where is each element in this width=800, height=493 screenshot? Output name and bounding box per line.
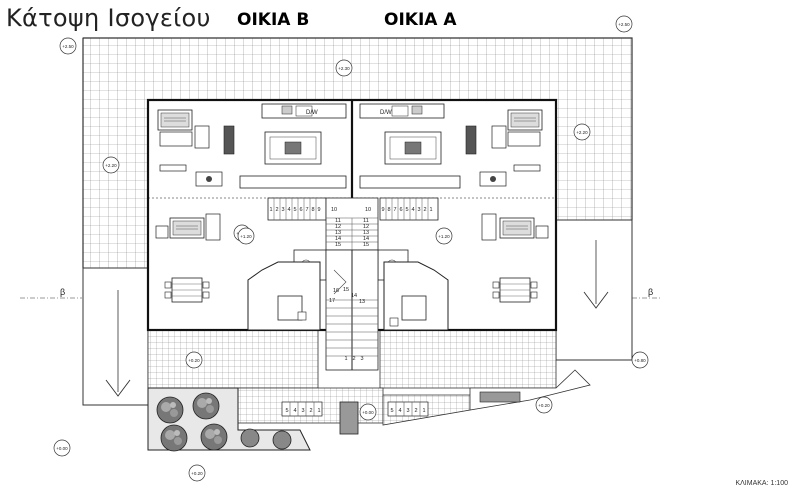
house-b-label: ΟΙΚΙΑ Β [237,10,310,30]
stair-step-number: 17 [329,298,335,304]
elevation-label: +0.00 [362,410,374,415]
stair-step-number: 1 [269,207,272,213]
stair-step-number: 3 [360,356,363,362]
stair-step-number: 6 [299,207,302,213]
stair-step-number: 13 [363,230,369,236]
elevation-label: +0.20 [188,358,200,363]
stair-step-number: 5 [390,408,393,414]
stair-step-number: 15 [335,242,341,248]
stair-step-number: 9 [381,207,384,213]
elevation-marker: +2.50 [59,37,77,55]
page-title: Κάτοψη Ισογείου [6,4,211,32]
elevation-marker: +1.20 [435,227,453,245]
stair-step-number: 14 [335,236,341,242]
elevation-marker: +2.20 [102,156,120,174]
stair-step-number: 1 [422,408,425,414]
stair-step-number: 12 [363,224,369,230]
elevation-marker: +0.00 [53,439,71,457]
stair-step-number: 3 [417,207,420,213]
stair-step-number: 9 [317,207,320,213]
elevation-label: +2.50 [618,22,630,27]
stair-step-number: 6 [399,207,402,213]
stair-step-number: 12 [335,224,341,230]
stair-step-number: 3 [406,408,409,414]
stair-step-number: 2 [414,408,417,414]
stair-step-number: 5 [293,207,296,213]
elevation-marker: +2.50 [615,15,633,33]
elevation-marker: +2.20 [573,123,591,141]
elevation-marker: +0.20 [188,464,206,482]
stair-step-number: 8 [387,207,390,213]
stair-step-number: 2 [275,207,278,213]
stair-step-number: 11 [335,218,341,224]
stair-step-number: 5 [285,408,288,414]
elevation-label: +0.00 [56,446,68,451]
elevation-marker: +0.20 [185,351,203,369]
section-marker-left: β [60,287,65,297]
stair-step-number: 14 [363,236,369,242]
stair-step-number: 15 [343,287,349,293]
elevation-marker: +1.20 [237,227,255,245]
stair-step-number: 1 [429,207,432,213]
elevation-label: +0.20 [538,403,550,408]
elevation-marker: +0.00 [359,403,377,421]
stair-step-number: 4 [411,207,414,213]
stair-step-number: 4 [287,207,290,213]
stair-step-number: 2 [423,207,426,213]
dw-label-b: D/W [306,110,318,116]
stair-step-number: 4 [398,408,401,414]
elevation-markers: +2.50+2.50+2.30+2.20+2.20+1.20+1.20+1.20… [53,15,649,482]
stair-step-number: 16 [333,288,339,294]
stair-step-number: 7 [393,207,396,213]
stair-step-number: 1 [344,356,347,362]
elevation-label: +2.50 [62,44,74,49]
dw-label-a: D/W [380,110,392,116]
elevation-label: +0.20 [191,471,203,476]
stair-step-number: 14 [351,293,357,299]
stair-step-number: 13 [335,230,341,236]
elevation-label: +2.20 [105,163,117,168]
section-marker-right: β [648,287,653,297]
stair-step-number: 4 [293,408,296,414]
elevation-marker: +0.80 [631,351,649,369]
stair-step-number: 13 [359,299,365,305]
stair-step-number: 10 [365,207,371,213]
stair-step-number: 2 [352,356,355,362]
house-a-label: ΟΙΚΙΑ Α [384,10,457,30]
stair-step-number: 3 [281,207,284,213]
elevation-label: +0.80 [634,358,646,363]
stair-step-number: 10 [331,207,337,213]
elevation-label: +2.30 [338,66,350,71]
stair-step-number: 3 [301,408,304,414]
elevation-marker: +2.30 [335,59,353,77]
elevation-label: +1.20 [240,234,252,239]
elevation-label: +2.20 [576,130,588,135]
stair-step-number: 15 [363,242,369,248]
stair-step-number: 1 [317,408,320,414]
stair-step-number: 2 [309,408,312,414]
stair-step-number: 11 [363,218,369,224]
stair-step-number: 8 [311,207,314,213]
stair-step-number: 7 [305,207,308,213]
stair-step-number: 5 [405,207,408,213]
scale-label: ΚΛΙΜΑΚΑ: 1:100 [735,480,788,487]
elevation-label: +1.20 [438,234,450,239]
elevation-marker: +0.20 [535,396,553,414]
